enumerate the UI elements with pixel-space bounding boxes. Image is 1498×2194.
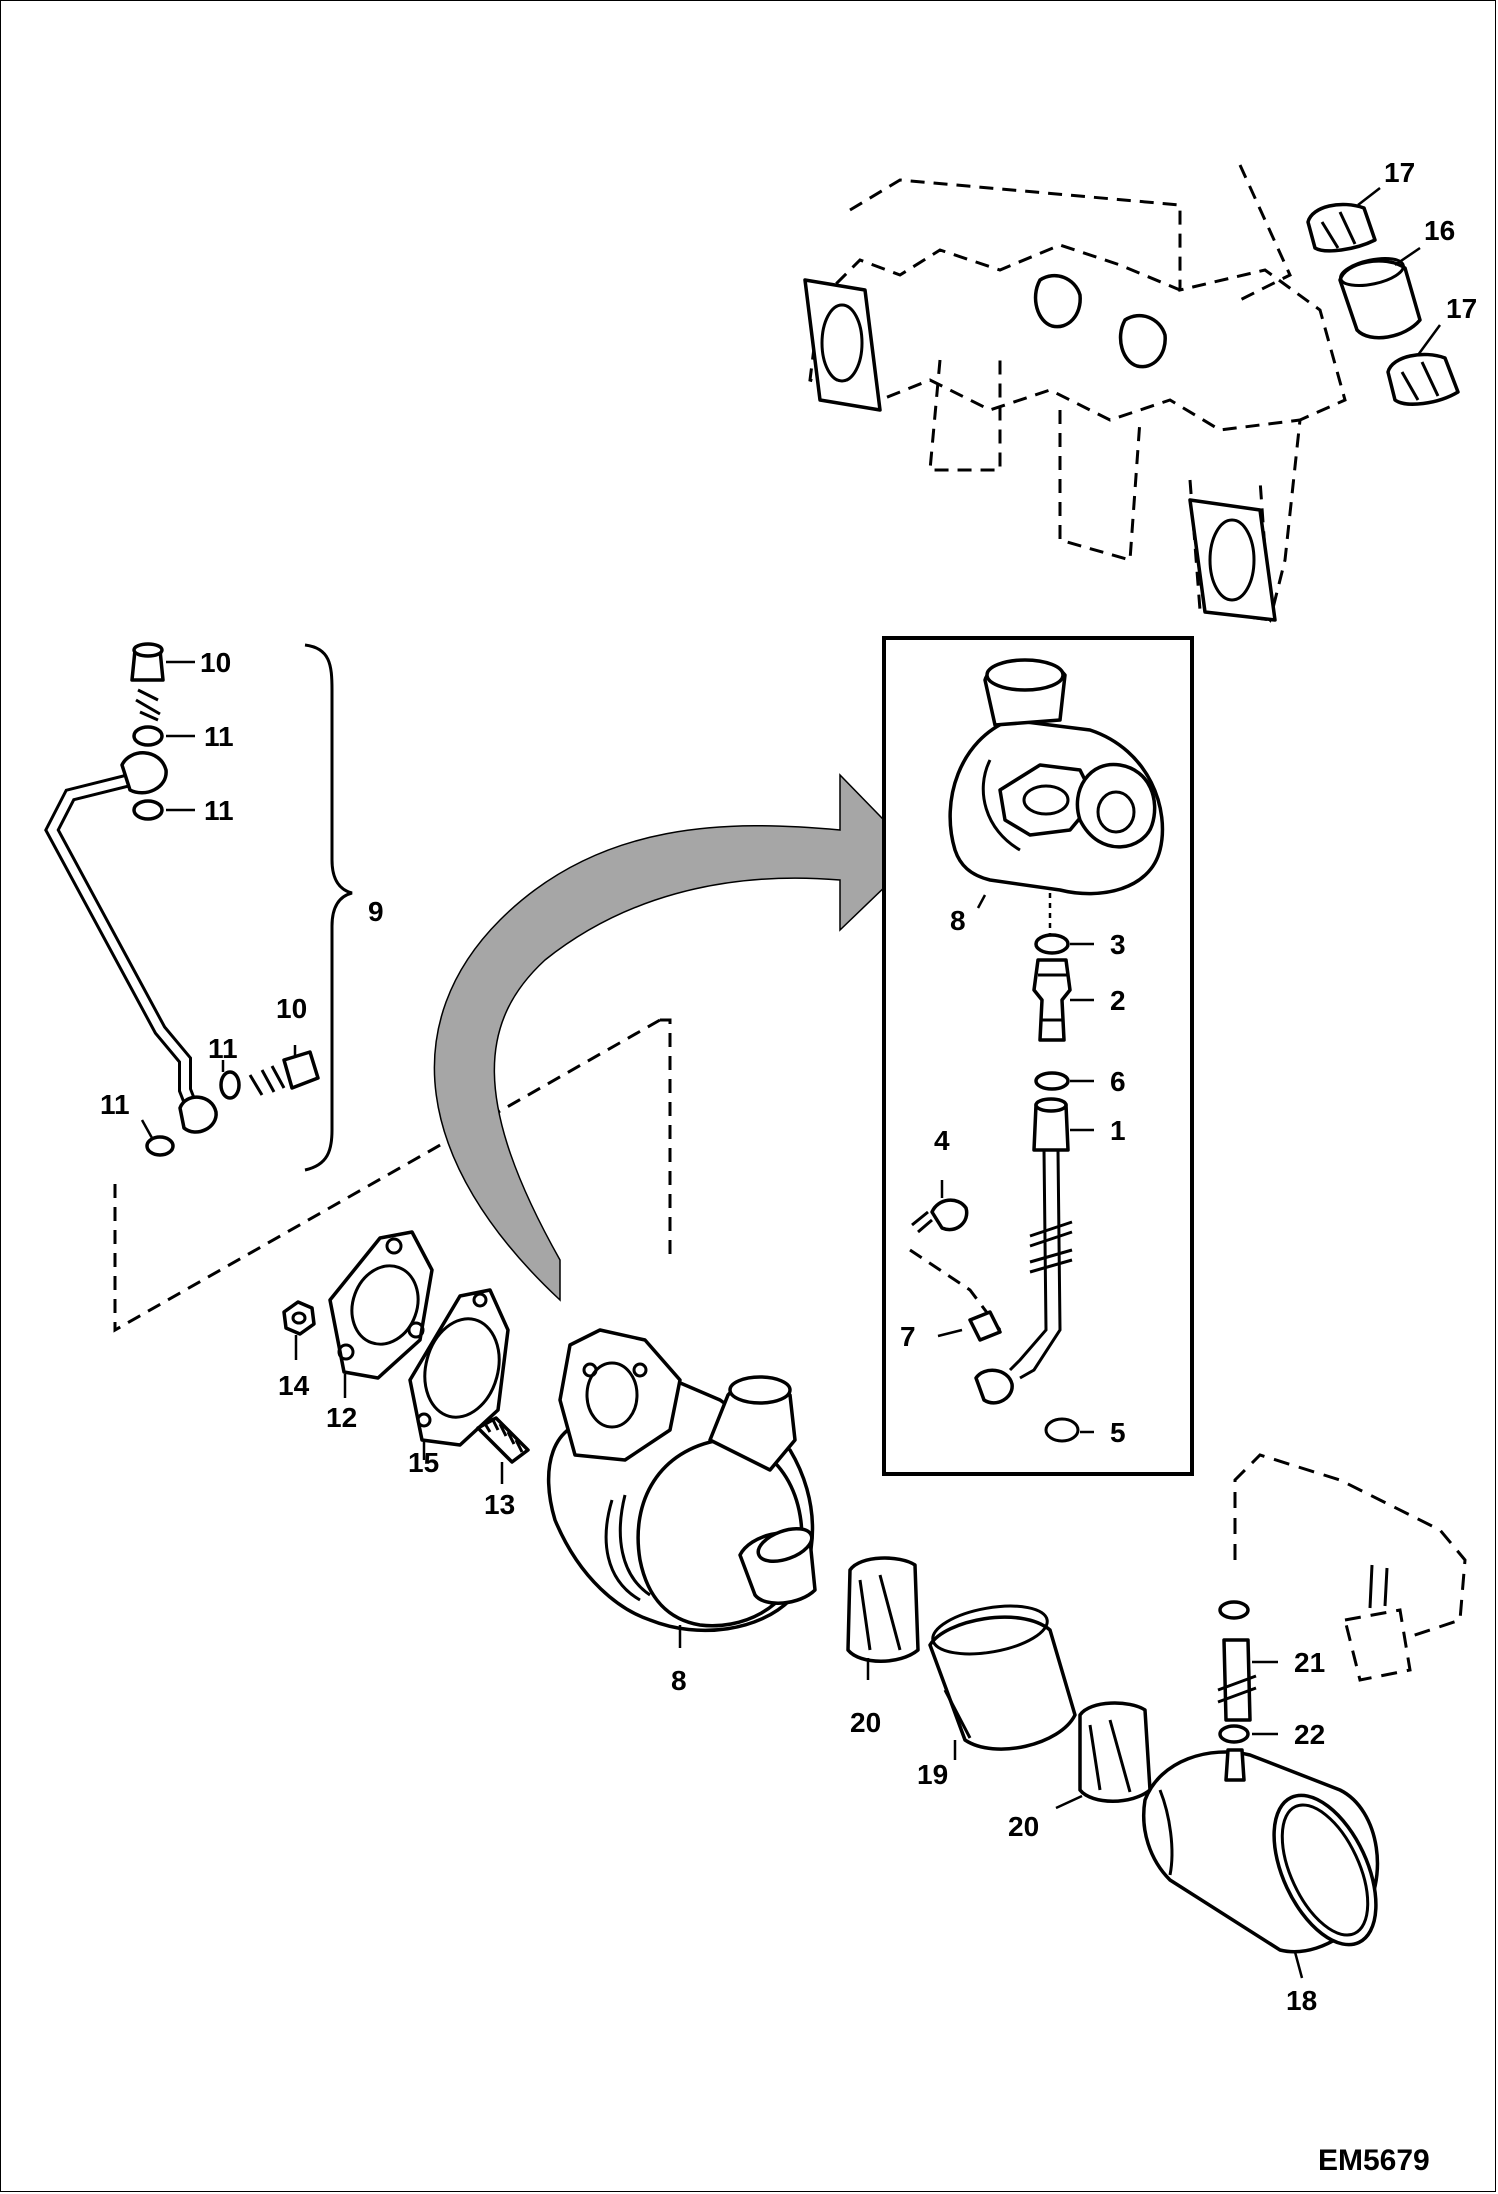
clip-7 xyxy=(968,1310,1002,1342)
exhaust-manifold xyxy=(803,164,1347,623)
detail-arrow xyxy=(433,773,920,1302)
fitting-2 xyxy=(1032,958,1072,1042)
callout-20-b: 20 xyxy=(1008,1811,1039,1842)
washer-21 xyxy=(1218,1600,1250,1620)
sleeve-16 xyxy=(1338,257,1422,340)
air-cleaner-elbow-18 xyxy=(1142,1750,1380,1954)
callout-12: 12 xyxy=(326,1402,357,1433)
callout-20-a: 20 xyxy=(850,1707,881,1738)
washer-11-c xyxy=(219,1070,241,1100)
leader-lines xyxy=(140,187,1442,1979)
washer-6 xyxy=(1034,1071,1070,1091)
callout-14: 14 xyxy=(278,1370,310,1401)
callout-19: 19 xyxy=(917,1759,948,1790)
gasket-15 xyxy=(408,1288,510,1447)
callout-8-detail: 8 xyxy=(950,905,966,936)
callout-8-main: 8 xyxy=(671,1665,687,1696)
callout-3: 3 xyxy=(1110,929,1126,960)
washer-11-a xyxy=(132,725,164,747)
turbocharger-8-main xyxy=(546,1328,817,1633)
fitting-22-stub xyxy=(1224,1748,1246,1782)
callout-11-b: 11 xyxy=(204,795,234,826)
callout-5: 5 xyxy=(1110,1417,1126,1448)
callout-2: 2 xyxy=(1110,985,1126,1016)
nut-14 xyxy=(282,1300,316,1336)
washer-11-b xyxy=(132,799,164,821)
stud-13 xyxy=(476,1416,530,1464)
clamp-17-lower xyxy=(1386,352,1460,406)
callout-11-c: 11 xyxy=(208,1033,238,1064)
callout-22: 22 xyxy=(1294,1719,1325,1750)
banjo-fitting-5-area xyxy=(974,1368,1080,1443)
turbocharger-8-detail xyxy=(948,658,1165,896)
washer-3 xyxy=(1034,933,1070,955)
callout-1: 1 xyxy=(1110,1115,1126,1146)
callout-4: 4 xyxy=(934,1125,950,1156)
ghost-return-tube xyxy=(1233,1453,1467,1682)
callout-11-a: 11 xyxy=(204,721,234,752)
clamp-20-b xyxy=(1078,1701,1152,1803)
callout-17-lower: 17 xyxy=(1446,293,1477,324)
callout-15: 15 xyxy=(408,1447,439,1478)
leader-line-oil-pipe-b xyxy=(660,1018,672,1260)
washer-22 xyxy=(1218,1724,1250,1744)
washer-11-d xyxy=(145,1135,175,1157)
callout-16: 16 xyxy=(1424,215,1455,246)
callout-6: 6 xyxy=(1110,1066,1126,1097)
tube-1 xyxy=(1008,1097,1073,1380)
callout-18: 18 xyxy=(1286,1985,1317,2016)
hose-19 xyxy=(928,1604,1077,1751)
assembly-brace xyxy=(304,643,353,1172)
callout-7: 7 xyxy=(900,1321,916,1352)
figure-code: EM5679 xyxy=(1318,2144,1430,2177)
callout-13: 13 xyxy=(484,1489,515,1520)
banjo-bolt-10-upper xyxy=(130,642,165,722)
callout-21: 21 xyxy=(1294,1647,1325,1678)
callout-11-d: 11 xyxy=(100,1089,130,1120)
callout-10-lower: 10 xyxy=(276,993,307,1024)
clamp-20-a xyxy=(846,1556,920,1663)
callout-9: 9 xyxy=(368,896,384,927)
clip-4 xyxy=(911,1198,969,1234)
callout-17-upper: 17 xyxy=(1384,157,1415,188)
gasket-12 xyxy=(328,1230,434,1380)
clamp-17-upper xyxy=(1306,202,1377,253)
fitting-21 xyxy=(1217,1638,1257,1722)
oil-supply-pipe-9 xyxy=(44,751,218,1134)
banjo-bolt-10-lower xyxy=(248,1050,320,1096)
callout-10-upper: 10 xyxy=(200,647,231,678)
